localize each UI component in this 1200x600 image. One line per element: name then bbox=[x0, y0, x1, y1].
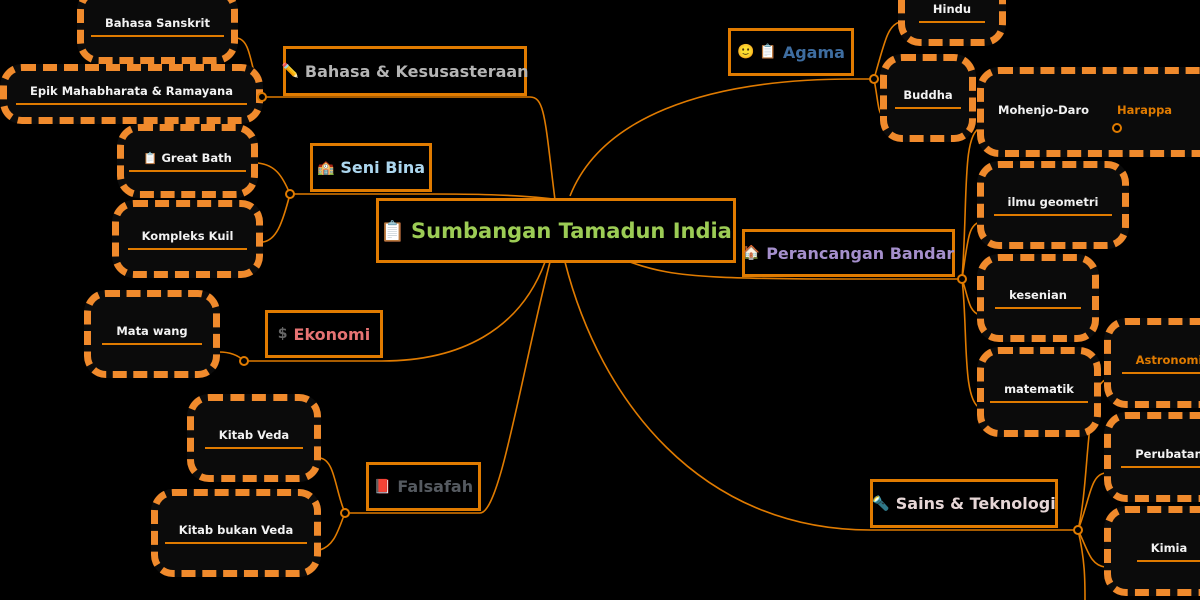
house-icon: 🏠 bbox=[742, 245, 761, 261]
node-label: Buddha bbox=[895, 88, 961, 109]
central-topic[interactable]: 📋 Sumbangan Tamadun India bbox=[376, 198, 736, 263]
node-label-text: Great Bath bbox=[161, 150, 232, 165]
subtopic-hindu[interactable]: Hindu bbox=[898, 0, 1006, 46]
collapse-knob-agama[interactable] bbox=[869, 74, 879, 84]
topic-perancangan-bandar[interactable]: 🏠 Perancangan Bandar bbox=[742, 229, 955, 277]
subtopic-matematik[interactable]: matematik bbox=[977, 347, 1101, 437]
node-label: kesenian bbox=[995, 288, 1081, 309]
node-label: Mata wang bbox=[102, 324, 202, 345]
topic-falsafah[interactable]: 📕 Falsafah bbox=[366, 462, 481, 511]
subtopic-kitab-bukan-veda[interactable]: Kitab bukan Veda bbox=[151, 489, 321, 577]
node-label: ilmu geometri bbox=[993, 195, 1113, 216]
pencil-icon: ✏️ bbox=[281, 63, 299, 79]
subtopic-kesenian[interactable]: kesenian bbox=[977, 254, 1099, 342]
subtopic-ilmu-geometri[interactable]: ilmu geometri bbox=[977, 161, 1129, 249]
subtopic-bahasa-sanskrit[interactable]: Bahasa Sanskrit bbox=[77, 0, 238, 64]
node-label: Epik Mahabharata & Ramayana bbox=[16, 84, 247, 105]
subtopic-kompleks-kuil[interactable]: Kompleks Kuil bbox=[112, 200, 263, 278]
topic-seni-bina[interactable]: 🏫 Seni Bina bbox=[310, 143, 432, 192]
collapse-knob-seni-bina[interactable] bbox=[285, 189, 295, 199]
topic-sains-teknologi[interactable]: 🔦 Sains & Teknologi bbox=[870, 479, 1058, 528]
school-icon: 🏫 bbox=[316, 159, 335, 176]
node-label: Kitab bukan Veda bbox=[164, 523, 308, 544]
node-label: Hindu bbox=[918, 2, 986, 23]
topic-label: Agama bbox=[782, 42, 845, 62]
node-label: Kimia bbox=[1136, 541, 1200, 562]
collapse-knob-sains[interactable] bbox=[1073, 525, 1083, 535]
collapse-knob-ekonomi[interactable] bbox=[239, 356, 249, 366]
book-icon: 📕 bbox=[373, 478, 392, 495]
topic-label: Perancangan Bandar bbox=[766, 243, 955, 263]
subtopic-perubatan[interactable]: Perubatan bbox=[1104, 412, 1200, 502]
subtopic-astronomi[interactable]: Astronomi bbox=[1104, 318, 1200, 408]
subtopic-great-bath[interactable]: 📋 Great Bath bbox=[117, 124, 258, 198]
topic-ekonomi[interactable]: $ Ekonomi bbox=[265, 310, 383, 358]
node-label: matematik bbox=[990, 382, 1088, 403]
topic-label: Falsafah bbox=[397, 477, 474, 496]
subtopic-mohenjo-daro-harappa[interactable]: Mohenjo-Daro Harappa bbox=[977, 67, 1200, 157]
dollar-icon: $ bbox=[277, 326, 288, 342]
node-label: Astronomi bbox=[1121, 353, 1200, 374]
node-label: Mohenjo-Daro bbox=[998, 102, 1090, 117]
node-label: Kompleks Kuil bbox=[127, 229, 248, 250]
topic-agama[interactable]: 🙂 📋 Agama bbox=[728, 28, 854, 76]
smile-clipboard-icon: 🙂 📋 bbox=[737, 44, 777, 60]
subtopic-kimia[interactable]: Kimia bbox=[1104, 506, 1200, 596]
node-label: Perubatan bbox=[1121, 447, 1200, 468]
topic-label: Ekonomi bbox=[293, 324, 371, 344]
node-label-harappa: Harappa bbox=[1117, 102, 1173, 117]
connector-knob[interactable] bbox=[1112, 123, 1122, 133]
node-label: Bahasa Sanskrit bbox=[91, 16, 224, 37]
topic-bahasa[interactable]: ✏️ Bahasa & Kesusasteraan bbox=[281, 46, 529, 96]
collapse-knob-perancangan[interactable] bbox=[957, 274, 967, 284]
topic-label: Bahasa & Kesusasteraan bbox=[304, 61, 529, 81]
topic-label: Seni Bina bbox=[340, 158, 426, 177]
subtopic-epik[interactable]: Epik Mahabharata & Ramayana bbox=[0, 64, 263, 124]
subtopic-mata-wang[interactable]: Mata wang bbox=[84, 290, 220, 378]
node-label: 📋 Great Bath bbox=[129, 151, 246, 172]
central-topic-label: Sumbangan Tamadun India bbox=[411, 218, 732, 243]
subtopic-buddha[interactable]: Buddha bbox=[880, 54, 976, 142]
collapse-knob-bahasa[interactable] bbox=[257, 92, 267, 102]
node-label: Kitab Veda bbox=[204, 428, 304, 449]
clipboard-icon: 📋 bbox=[380, 218, 406, 243]
subtopic-kitab-veda[interactable]: Kitab Veda bbox=[187, 394, 321, 482]
clipboard-icon: 📋 bbox=[143, 150, 158, 165]
collapse-knob-falsafah[interactable] bbox=[340, 508, 350, 518]
flashlight-icon: 🔦 bbox=[872, 495, 890, 512]
topic-label: Sains & Teknologi bbox=[895, 494, 1056, 513]
